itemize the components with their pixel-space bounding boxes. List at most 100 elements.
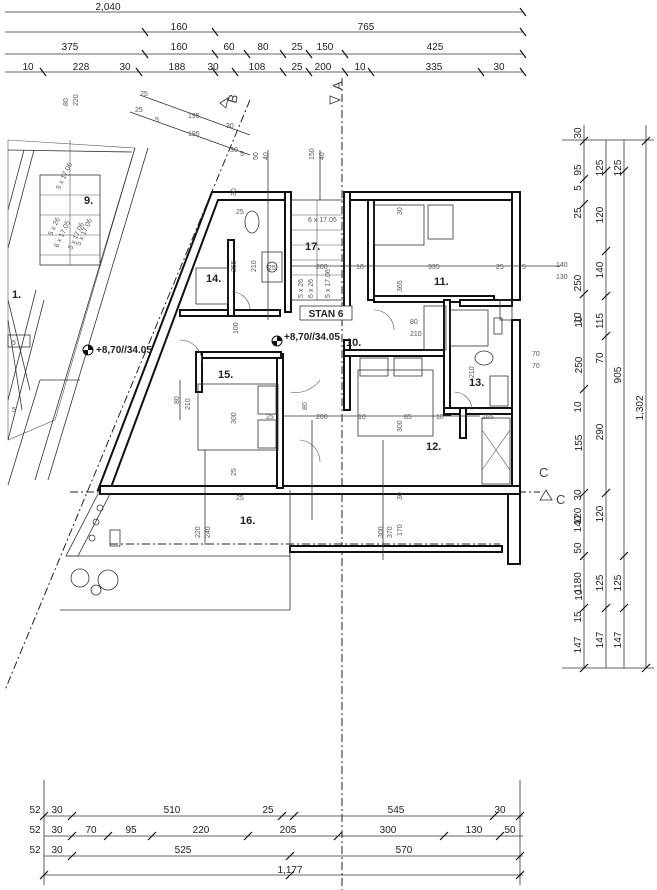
dim-top: 200 xyxy=(315,62,332,73)
dim-right: 70 xyxy=(595,352,606,364)
bottom-dimension-chains: 52 30 510 25 545 30 52 30 70 95 220 205 … xyxy=(29,780,525,885)
dim-inner: 255 xyxy=(231,260,238,272)
dim-inner: 85 xyxy=(404,414,412,421)
right-dimension-chains: 30 95 5 25 250 10 10 30 120 140 50 1180 … xyxy=(562,125,654,673)
dim-inner: 365 xyxy=(397,280,404,292)
dim-inner: 10 xyxy=(356,264,364,271)
dim-inner: 40 xyxy=(263,152,270,160)
svg-text:STAN 6: STAN 6 xyxy=(309,309,344,320)
dim-top: 30 xyxy=(119,62,131,73)
dim-top: 160 xyxy=(171,42,188,53)
dim-right: 95 xyxy=(573,164,584,176)
dim-inner: 25 xyxy=(496,264,504,271)
dim-inner: 165 xyxy=(482,414,494,421)
svg-text:80: 80 xyxy=(63,98,70,106)
dim-inner: 30 xyxy=(230,147,238,154)
dim-right: 120 xyxy=(595,206,606,223)
dim-inner: 5 xyxy=(522,264,526,271)
dim-right: 125 xyxy=(613,159,624,176)
dim-inner: 25 xyxy=(236,495,244,502)
dim-bottom: 50 xyxy=(504,825,516,836)
dim-inner: 80 xyxy=(410,319,418,326)
svg-text:C: C xyxy=(556,492,565,507)
dim-inner: 210 xyxy=(185,398,192,410)
dim-right: 15 xyxy=(573,611,584,623)
dim-right: 147 xyxy=(595,631,606,648)
dim-top-total: 2,040 xyxy=(95,2,120,13)
terrace xyxy=(60,493,503,611)
level-marker: +8,70//34.05 xyxy=(82,344,152,356)
dim-bottom: 570 xyxy=(396,845,413,856)
dim-inner: 210 xyxy=(410,331,422,338)
dim-inner: 50 xyxy=(253,152,260,160)
dim-inner: 30 xyxy=(397,207,404,215)
dim-bottom: 70 xyxy=(85,825,97,836)
dim-right: 10 xyxy=(573,312,584,324)
svg-text:+8,70//34.05: +8,70//34.05 xyxy=(96,345,152,356)
room-11-label: 11. xyxy=(434,276,449,288)
section-marker-b: B xyxy=(219,93,241,109)
dim-inner: 80 xyxy=(302,402,309,410)
room-17-label: 17. xyxy=(305,241,320,253)
svg-text:+8,70//34.05: +8,70//34.05 xyxy=(284,332,340,343)
dim-inner: 210 xyxy=(469,366,476,378)
dim-inner: 240 xyxy=(205,526,212,538)
dim-top: 60 xyxy=(223,42,235,53)
dim-top: 10 xyxy=(22,62,34,73)
dim-inner: 30 xyxy=(231,188,238,196)
room-16-label: 16. xyxy=(240,515,255,527)
dim-right: 125 xyxy=(595,159,606,176)
stair-note: 5 x 26 xyxy=(298,279,305,298)
dim-bottom: 130 xyxy=(466,825,483,836)
dim-top: 188 xyxy=(169,62,186,73)
svg-text:A: A xyxy=(330,81,345,90)
dim-inner: 25 xyxy=(135,107,143,114)
dim-bottom: 220 xyxy=(193,825,210,836)
dim-inner: 300 xyxy=(231,412,238,424)
dim-top: 30 xyxy=(207,62,219,73)
dim-inner: 5 xyxy=(240,151,244,158)
dim-inner: 150 xyxy=(309,148,316,160)
neighbour-building: 5 5 80 220 5 x 17.06 5 x 26 6 x 17.05 5 … xyxy=(7,94,136,486)
dim-inner: 220 xyxy=(195,526,202,538)
dim-bottom: 30 xyxy=(51,845,63,856)
dim-inner: 200 xyxy=(316,264,328,271)
dim-top: 10 xyxy=(354,62,366,73)
dim-inner: 210 xyxy=(251,260,258,272)
dim-right: 250 xyxy=(573,274,584,291)
svg-text:5: 5 xyxy=(12,407,16,414)
stair-17: 6 x 17.05 5 x 26 6 x 26 5 x 17.06 xyxy=(290,199,345,301)
dim-right: 10 xyxy=(574,316,585,328)
dim-right: 905 xyxy=(613,366,624,383)
section-marker-a: A xyxy=(329,81,345,105)
dim-right: 125 xyxy=(595,574,606,591)
dim-inner: 300 xyxy=(378,526,385,538)
apartment-walls xyxy=(96,191,521,565)
dim-bottom: 525 xyxy=(175,845,192,856)
svg-text:B: B xyxy=(224,93,241,105)
dim-right: 10 xyxy=(573,401,584,413)
dim-right: 120 xyxy=(573,507,584,524)
dim-top: 25 xyxy=(291,62,303,73)
dim-inner: 25 xyxy=(266,414,274,421)
dim-top: 160 xyxy=(171,22,188,33)
dim-right: 250 xyxy=(574,356,585,373)
room-15-label: 15. xyxy=(218,369,233,381)
dim-top: 25 xyxy=(291,42,303,53)
stair-note: 6 x 17.05 xyxy=(308,217,337,224)
dim-inner: 170 xyxy=(397,524,404,536)
room-13-label: 13. xyxy=(469,377,484,389)
apartment-label: STAN 6 xyxy=(299,305,353,321)
dim-bottom: 30 xyxy=(51,805,63,816)
dim-bottom: 52 xyxy=(29,845,41,856)
dim-right: 120 xyxy=(595,505,606,522)
dim-right-total: 1,302 xyxy=(635,395,646,420)
dim-right: 290 xyxy=(595,423,606,440)
top-dimension-chains: 2,040 160 765 375 160 60 80 25 150 425 1… xyxy=(5,2,527,77)
room-14-label: 14. xyxy=(206,273,221,285)
dim-inner: 25 xyxy=(140,91,148,98)
room-10-label: 10. xyxy=(346,337,361,349)
dim-right: 50 xyxy=(573,542,584,554)
dim-top: 765 xyxy=(358,22,375,33)
